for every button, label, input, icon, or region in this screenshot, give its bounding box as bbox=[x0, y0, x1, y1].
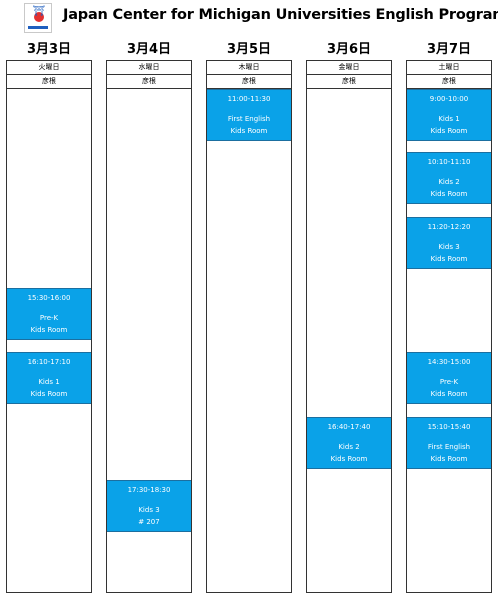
schedule-event[interactable]: 15:30-16:00 Pre-K Kids Room bbox=[7, 288, 91, 340]
event-class: First English bbox=[427, 442, 471, 451]
location-label: 彦根 bbox=[7, 75, 91, 89]
schedule-event[interactable]: 9:00-10:00 Kids 1 Kids Room bbox=[407, 89, 491, 141]
event-class: Kids 2 bbox=[438, 177, 460, 186]
page-title: Japan Center for Michigan Universities E… bbox=[63, 7, 498, 23]
event-class: Kids 2 bbox=[338, 442, 360, 451]
logo-figure-icon: ⛩ bbox=[32, 6, 46, 17]
event-time: 16:10-17:10 bbox=[27, 358, 71, 366]
event-time: 15:30-16:00 bbox=[27, 294, 71, 302]
day-date: 3月4日 bbox=[126, 42, 172, 57]
event-class: Kids 1 bbox=[38, 377, 60, 386]
schedule-event[interactable]: 17:30-18:30 Kids 3 # 207 bbox=[107, 480, 191, 532]
schedule-event[interactable]: 14:30-15:00 Pre-K Kids Room bbox=[407, 352, 491, 404]
event-room: Kids Room bbox=[430, 127, 468, 135]
weekday-label: 金曜日 bbox=[307, 61, 391, 75]
weekday-label: 水曜日 bbox=[107, 61, 191, 75]
event-room: # 207 bbox=[138, 518, 160, 526]
weekday-label: 火曜日 bbox=[7, 61, 91, 75]
weekday-label: 土曜日 bbox=[407, 61, 491, 75]
event-room: Kids Room bbox=[30, 390, 68, 398]
location-label: 彦根 bbox=[407, 75, 491, 89]
page-header: ⛩ Japan Center for Michigan Universities… bbox=[0, 0, 498, 36]
event-class: First English bbox=[227, 114, 271, 123]
schedule-event[interactable]: 11:00-11:30 First English Kids Room bbox=[207, 89, 291, 141]
schedule-event[interactable]: 16:10-17:10 Kids 1 Kids Room bbox=[7, 352, 91, 404]
event-class: Kids 3 bbox=[438, 242, 460, 251]
day-date: 3月6日 bbox=[326, 42, 372, 57]
day-column: 金曜日 彦根 16:40-17:40 Kids 2 Kids Room bbox=[306, 60, 392, 593]
event-time: 11:20-12:20 bbox=[427, 223, 471, 231]
event-room: Kids Room bbox=[430, 255, 468, 263]
schedule-event[interactable]: 10:10-11:10 Kids 2 Kids Room bbox=[407, 152, 491, 204]
event-time: 16:40-17:40 bbox=[327, 423, 371, 431]
location-label: 彦根 bbox=[207, 75, 291, 89]
event-class: Pre-K bbox=[439, 377, 459, 386]
day-date: 3月3日 bbox=[26, 42, 72, 57]
day-column: 土曜日 彦根 9:00-10:00 Kids 1 Kids Room 10:10… bbox=[406, 60, 492, 593]
event-class: Kids 1 bbox=[438, 114, 460, 123]
event-room: Kids Room bbox=[230, 127, 268, 135]
event-time: 15:10-15:40 bbox=[427, 423, 471, 431]
location-label: 彦根 bbox=[107, 75, 191, 89]
event-time: 14:30-15:00 bbox=[427, 358, 471, 366]
event-room: Kids Room bbox=[430, 455, 468, 463]
day-column: 木曜日 彦根 11:00-11:30 First English Kids Ro… bbox=[206, 60, 292, 593]
day-column: 水曜日 彦根 17:30-18:30 Kids 3 # 207 bbox=[106, 60, 192, 593]
event-room: Kids Room bbox=[30, 326, 68, 334]
location-label: 彦根 bbox=[307, 75, 391, 89]
event-time: 11:00-11:30 bbox=[227, 95, 271, 103]
schedule-event[interactable]: 16:40-17:40 Kids 2 Kids Room bbox=[307, 417, 391, 469]
event-time: 10:10-11:10 bbox=[427, 158, 471, 166]
schedule-event[interactable]: 15:10-15:40 First English Kids Room bbox=[407, 417, 491, 469]
event-class: Kids 3 bbox=[138, 505, 160, 514]
event-class: Pre-K bbox=[39, 313, 59, 322]
event-room: Kids Room bbox=[430, 190, 468, 198]
schedule-event[interactable]: 11:20-12:20 Kids 3 Kids Room bbox=[407, 217, 491, 269]
event-room: Kids Room bbox=[330, 455, 368, 463]
event-room: Kids Room bbox=[430, 390, 468, 398]
day-column: 火曜日 彦根 15:30-16:00 Pre-K Kids Room 16:10… bbox=[6, 60, 92, 593]
event-time: 17:30-18:30 bbox=[127, 486, 171, 494]
weekday-label: 木曜日 bbox=[207, 61, 291, 75]
logo-base-icon bbox=[28, 26, 48, 29]
day-date: 3月5日 bbox=[226, 42, 272, 57]
program-logo: ⛩ bbox=[24, 3, 52, 33]
event-time: 9:00-10:00 bbox=[429, 95, 469, 103]
logo-sun-icon bbox=[34, 12, 44, 22]
day-date: 3月7日 bbox=[426, 42, 472, 57]
